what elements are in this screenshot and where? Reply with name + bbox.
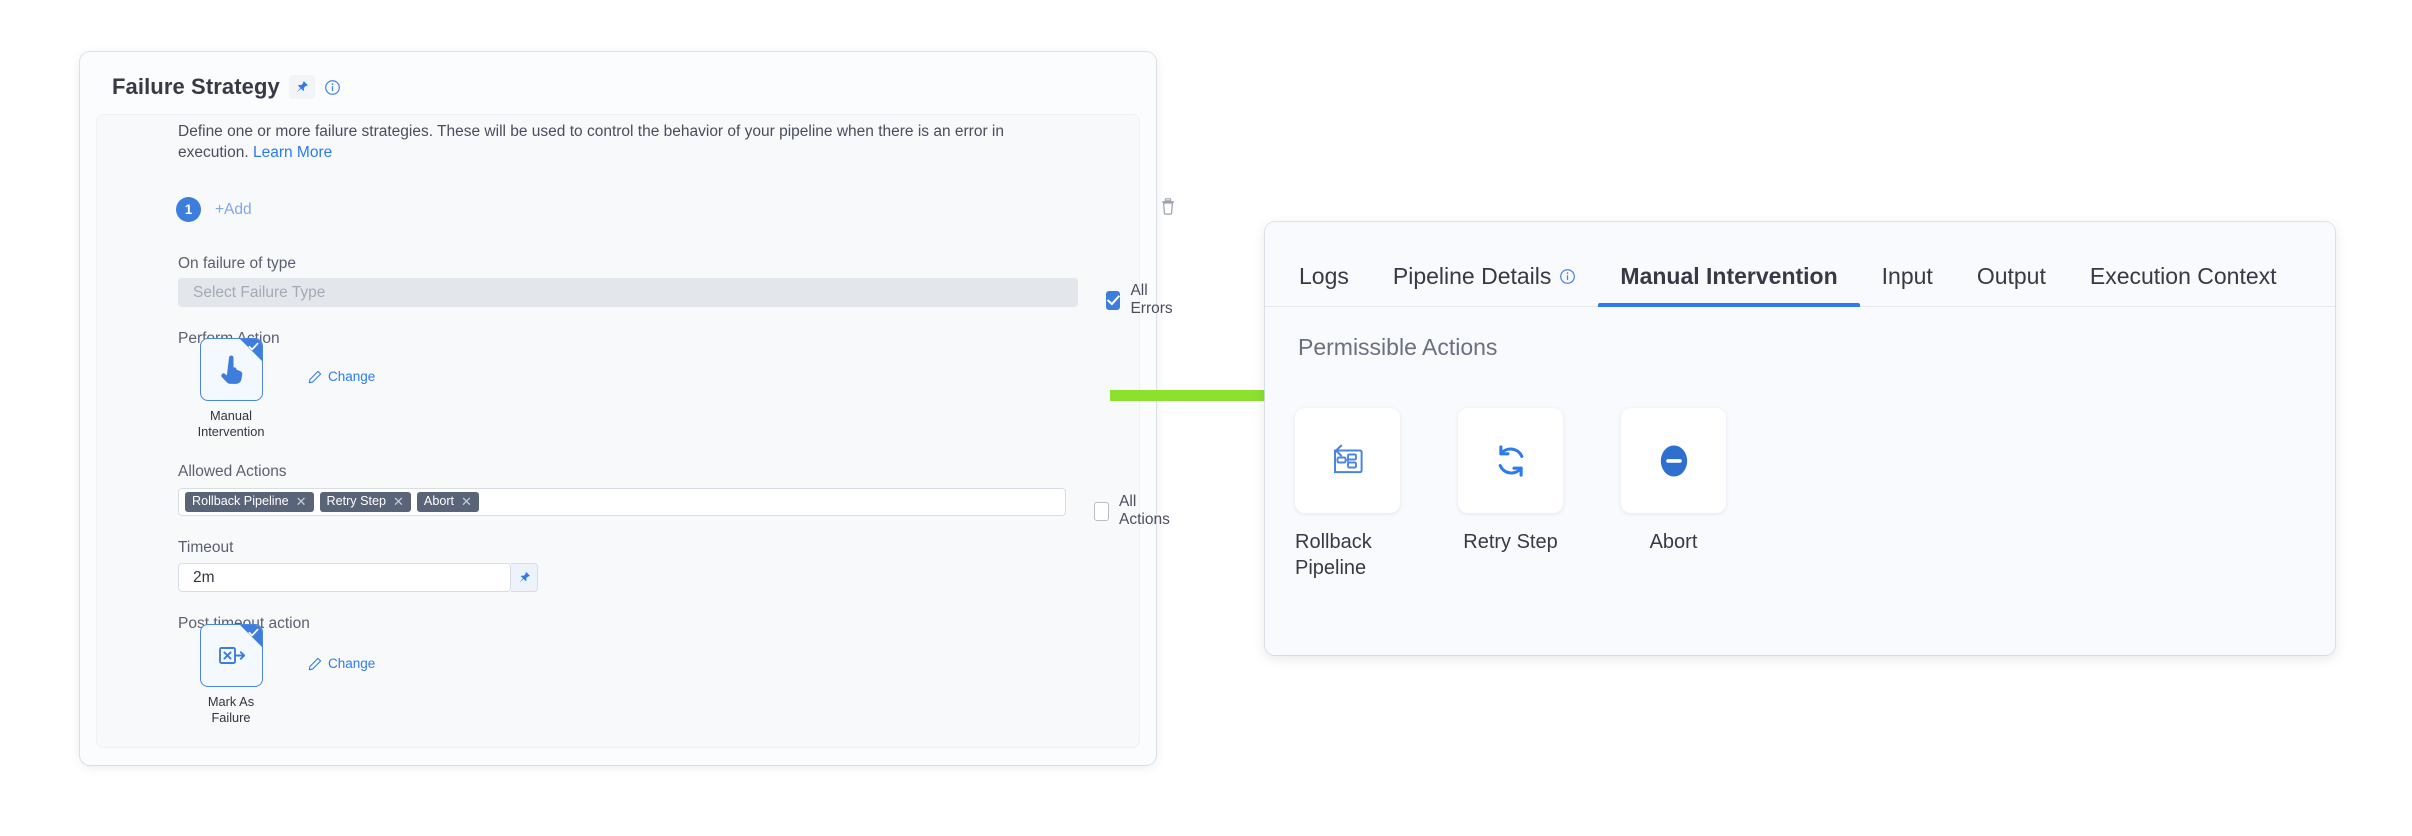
post-timeout-change-button[interactable]: Change	[308, 656, 375, 671]
failure-strategy-card: Failure Strategy Define one or more fail…	[80, 52, 1174, 765]
pin-icon	[297, 81, 308, 92]
all-actions-checkbox[interactable]	[1094, 501, 1110, 521]
tab-output[interactable]: Output	[1955, 263, 2068, 306]
timeout-input[interactable]: 2m	[178, 563, 511, 592]
tab-pipeline-details[interactable]: Pipeline Details	[1371, 263, 1599, 306]
tag-label: Abort	[423, 494, 455, 509]
pin-icon	[519, 572, 530, 582]
tab-input[interactable]: Input	[1860, 263, 1955, 306]
failure-type-select[interactable]: Select Failure Type	[178, 278, 1078, 307]
all-errors-checkbox-row[interactable]: All Errors	[1106, 282, 1177, 318]
timeout-value: 2m	[193, 568, 215, 586]
all-actions-checkbox-row[interactable]: All Actions	[1094, 493, 1174, 529]
rollback-pipeline-icon	[1333, 444, 1363, 473]
perform-action-change-button[interactable]: Change	[308, 369, 375, 384]
post-timeout-tile[interactable]	[200, 624, 263, 687]
action-label: Retry Step	[1463, 531, 1558, 553]
action-retry-step[interactable]: Retry Step	[1458, 408, 1563, 581]
page-title: Failure Strategy	[112, 74, 280, 99]
tab-manual-intervention[interactable]: Manual Intervention	[1598, 263, 1860, 307]
tag-item[interactable]: Retry Step ✕	[319, 492, 411, 512]
tag-remove-icon[interactable]: ✕	[393, 494, 404, 509]
post-timeout-value: Mark As Failure	[207, 694, 255, 725]
trash-icon	[1162, 198, 1174, 215]
timeout-label: Timeout	[178, 539, 234, 556]
hand-pointer-icon	[220, 354, 242, 384]
strategy-index-badge[interactable]: 1	[176, 197, 201, 222]
timeout-pin-button[interactable]	[511, 563, 538, 592]
execution-detail-card: Logs Pipeline Details Manual Interventio…	[1265, 222, 2335, 655]
failure-type-placeholder: Select Failure Type	[193, 283, 326, 301]
post-timeout-tile-wrap: Mark As Failure	[200, 624, 270, 726]
delete-strategy-button[interactable]	[1160, 198, 1184, 222]
perform-action-tile-wrap: Manual Intervention	[198, 338, 270, 440]
change-label: Change	[328, 656, 376, 671]
check-icon	[248, 628, 259, 637]
abort-minus-circle-icon	[1660, 445, 1687, 476]
pencil-icon	[308, 370, 322, 383]
all-errors-label: All Errors	[1130, 282, 1173, 317]
tab-label: Logs	[1299, 263, 1349, 289]
pencil-icon	[308, 657, 322, 670]
failure-strategy-body	[96, 114, 1140, 748]
tab-label: Pipeline Details	[1392, 263, 1552, 289]
info-circle-icon[interactable]	[1559, 268, 1576, 285]
tag-label: Rollback Pipeline	[192, 494, 289, 509]
action-tile[interactable]	[1621, 408, 1726, 513]
tab-label: Input	[1881, 263, 1933, 289]
tab-bar: Logs Pipeline Details Manual Interventio…	[1265, 222, 2335, 307]
check-icon	[248, 342, 259, 351]
add-strategy-button[interactable]: +Add	[215, 200, 252, 218]
tag-remove-icon[interactable]: ✕	[295, 494, 307, 509]
mark-as-failure-icon	[218, 646, 245, 664]
on-failure-type-label: On failure of type	[178, 255, 297, 272]
strategy-add-row: 1 +Add	[176, 197, 252, 222]
all-actions-label: All Actions	[1119, 493, 1170, 528]
permissible-actions-title: Permissible Actions	[1298, 334, 1498, 360]
change-label: Change	[328, 369, 376, 384]
tab-execution-context[interactable]: Execution Context	[2068, 263, 2299, 306]
tab-label: Execution Context	[2089, 263, 2277, 289]
perform-action-tile[interactable]	[200, 338, 263, 401]
allowed-actions-input[interactable]: Rollback Pipeline ✕ Retry Step ✕ Abort ✕	[178, 488, 1066, 516]
tag-item[interactable]: Abort ✕	[416, 492, 479, 512]
tab-label: Output	[1976, 263, 2046, 289]
tag-remove-icon[interactable]: ✕	[461, 494, 472, 509]
action-abort[interactable]: Abort	[1621, 408, 1726, 581]
info-circle-icon[interactable]	[324, 79, 341, 96]
perform-action-value: Manual Intervention	[197, 408, 265, 439]
allowed-actions-label: Allowed Actions	[178, 463, 287, 480]
retry-circular-arrows-icon	[1498, 444, 1523, 477]
pin-button[interactable]	[288, 75, 315, 99]
learn-more-link[interactable]: Learn More	[252, 143, 333, 161]
tag-label: Retry Step	[326, 494, 387, 509]
tab-label: Manual Intervention	[1620, 263, 1838, 289]
tab-logs[interactable]: Logs	[1299, 263, 1371, 306]
description-sentence: Define one or more failure strategies. T…	[178, 123, 1004, 161]
action-tile[interactable]	[1458, 408, 1563, 513]
action-tile[interactable]	[1295, 408, 1400, 513]
action-label: Abort	[1649, 531, 1698, 553]
description-text: Define one or more failure strategies. T…	[178, 122, 1078, 164]
failure-strategy-header: Failure Strategy	[80, 52, 1156, 104]
tag-item[interactable]: Rollback Pipeline ✕	[185, 492, 314, 512]
all-errors-checkbox[interactable]	[1106, 290, 1121, 310]
